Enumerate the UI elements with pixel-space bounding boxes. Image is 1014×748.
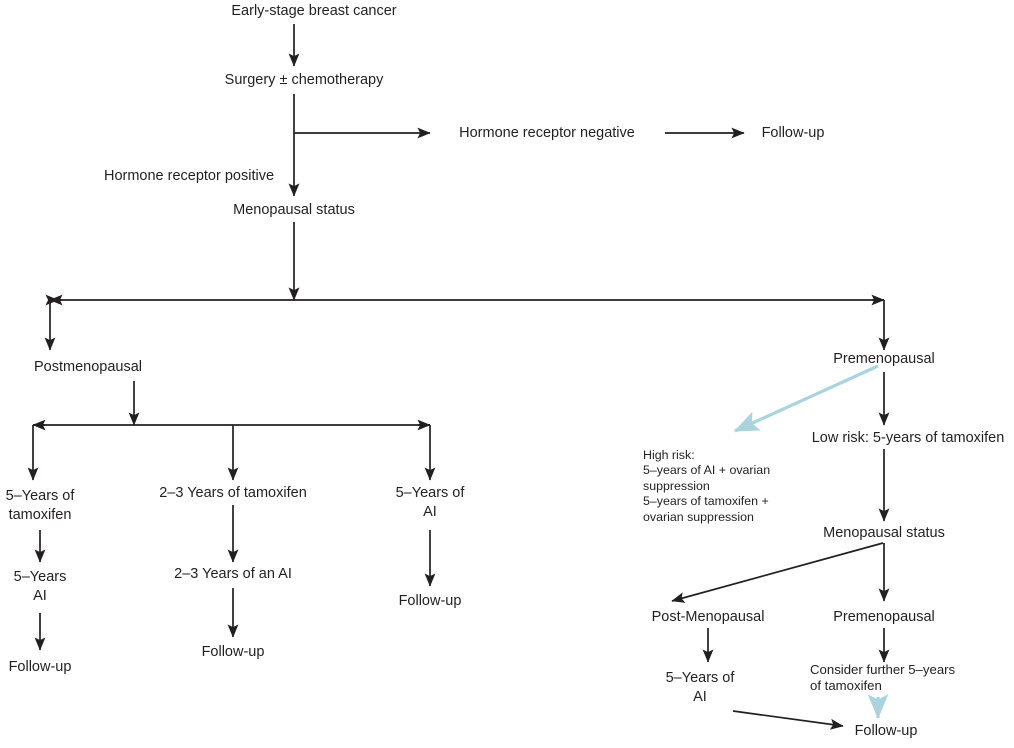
node-2-3-years-of-an-ai: 2–3 Years of an AI (174, 566, 292, 582)
node-hormone-receptor-negative: Hormone receptor negative (459, 125, 635, 141)
node-menopausal-status-second: Menopausal status (823, 525, 945, 541)
node-menopausal-status-first: Menopausal status (233, 202, 355, 218)
node-low-risk-tamoxifen: Low risk: 5-years of tamoxifen (811, 430, 1005, 446)
node-followup-final: Follow-up (854, 723, 918, 739)
node-surgery-chemotherapy: Surgery ± chemotherapy (224, 72, 384, 88)
node-5-years-ai: 5–Years AI (13, 569, 67, 605)
connector-group-premenopausal (671, 372, 890, 730)
node-premenopausal-second: Premenopausal (833, 609, 935, 625)
arrow-menostatus2-to-postmeno2 (671, 542, 884, 603)
node-postmenopausal: Postmenopausal (33, 359, 143, 375)
node-followup-column-2: Follow-up (201, 644, 265, 660)
connector-group-highlight (733, 364, 889, 720)
node-5-years-of-tamoxifen: 5–Years of tamoxifen (5, 488, 75, 524)
node-2-3-years-of-tamoxifen: 2–3 Years of tamoxifen (159, 485, 307, 501)
connector-group-postmenopausal (27, 381, 436, 481)
connector-group-top (288, 24, 745, 197)
node-high-risk-options: High risk: 5–years of AI + ovarian suppr… (643, 448, 771, 524)
connector-group-columns (34, 505, 436, 651)
node-early-stage-breast-cancer: Early-stage breast cancer (231, 3, 397, 19)
node-hormone-receptor-positive: Hormone receptor positive (103, 168, 275, 184)
node-5-years-of-ai-right: 5–Years of AI (665, 670, 735, 706)
connector-group-split (44, 222, 890, 351)
node-consider-further-tamoxifen: Consider further 5–years of tamoxifen (810, 662, 956, 694)
node-followup-hormone-receptor-negative: Follow-up (761, 125, 825, 141)
arrow-ai5-to-followup-final (732, 710, 844, 730)
node-post-menopausal-second: Post-Menopausal (651, 609, 765, 625)
node-5-years-of-ai-left: 5–Years of AI (395, 485, 465, 521)
node-followup-column-1: Follow-up (8, 659, 72, 675)
node-followup-column-3: Follow-up (398, 593, 462, 609)
node-premenopausal: Premenopausal (833, 351, 935, 367)
highlight-arrow-premeno-to-highrisk (733, 364, 879, 433)
